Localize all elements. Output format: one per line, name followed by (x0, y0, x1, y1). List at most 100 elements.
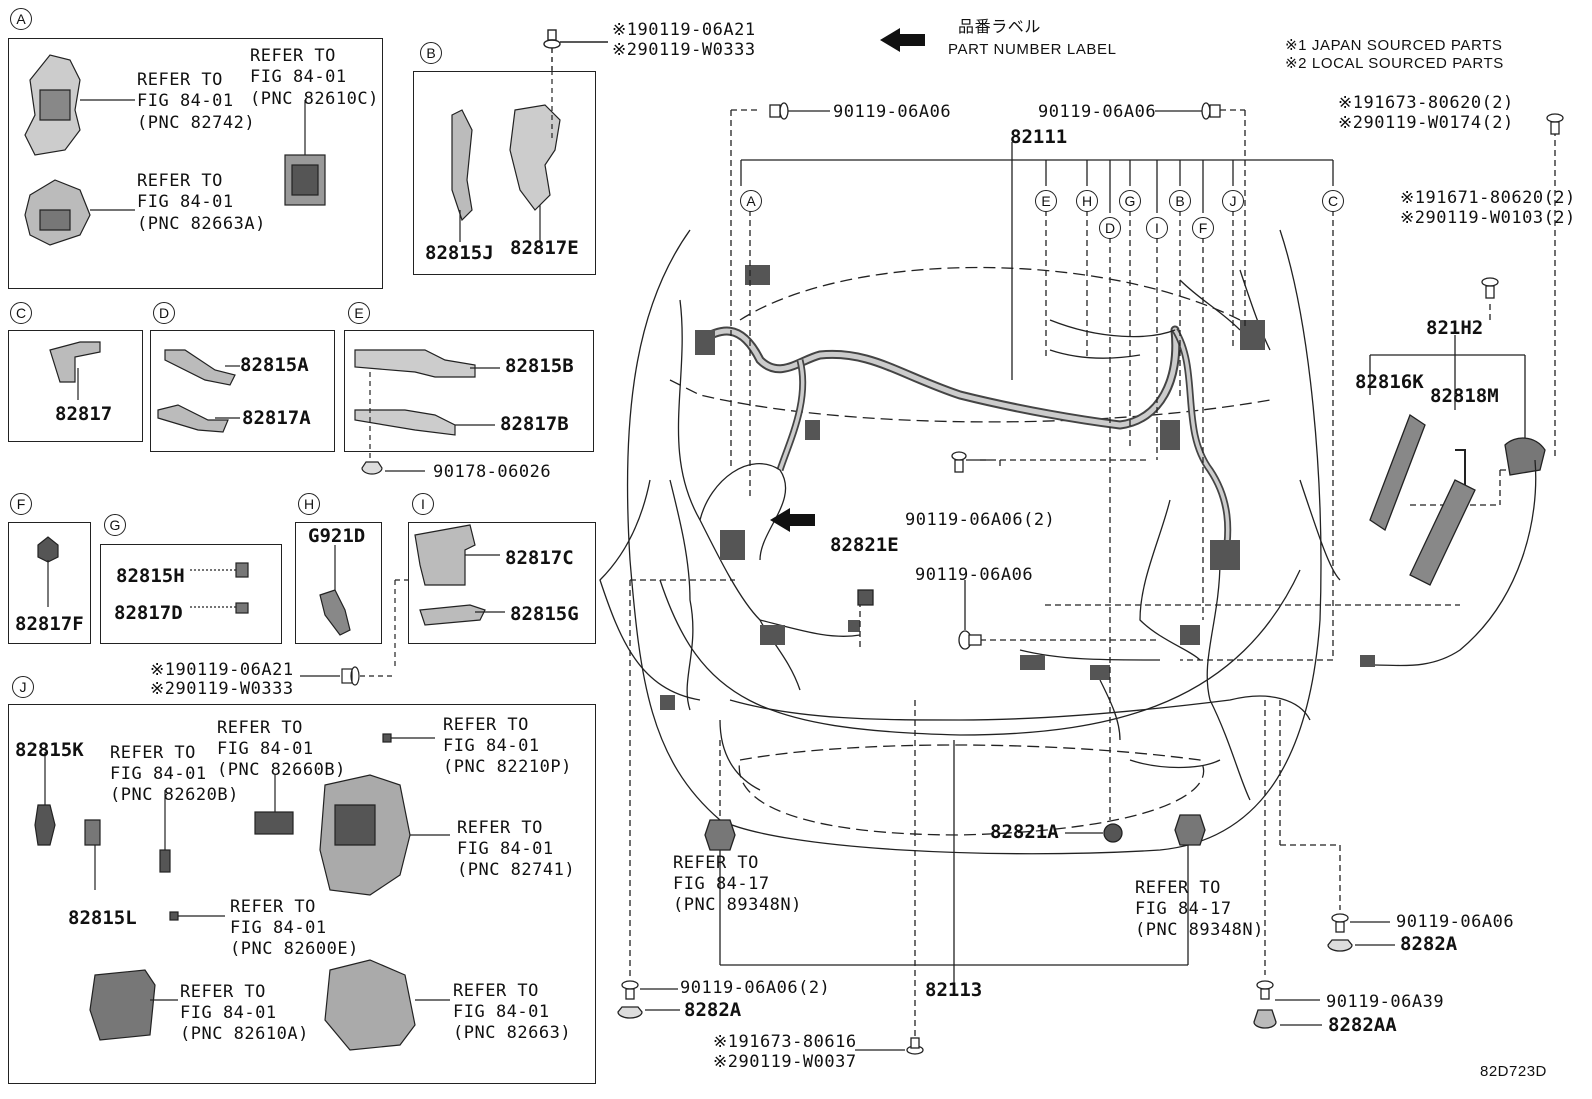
callout-d: D (153, 302, 175, 324)
bolt-b3-local: ※290119-W0174(2) (1338, 113, 1514, 133)
bolt-icon (958, 630, 982, 650)
ref-a1-line3: (PNC 82742) (137, 113, 256, 133)
bolt-icon (1546, 113, 1564, 135)
part-label-en: PART NUMBER LABEL (948, 41, 1117, 58)
ref-a3-line3: (PNC 82663A) (137, 214, 266, 234)
ref-j3-line1: REFER TO (443, 715, 529, 735)
ref-j2-line2: FIG 84-01 (217, 739, 314, 759)
part-821h2: 821H2 (1426, 317, 1484, 339)
ref-right-line2: FIG 84-17 (1135, 899, 1232, 919)
main-callout-e: E (1035, 190, 1057, 212)
bolt-i-japan: ※190119-06A21 (150, 660, 294, 680)
note-japan-sourced: ※1 JAPAN SOURCED PARTS (1285, 37, 1503, 54)
ref-j5-line2: FIG 84-01 (230, 918, 327, 938)
callout-e: E (348, 302, 370, 324)
bolt-top-local: ※290119-W0333 (612, 40, 756, 60)
bolt-90119-06a06-2: 90119-06A06(2) (905, 510, 1056, 530)
callout-b: B (420, 42, 442, 64)
callout-a: A (10, 8, 32, 30)
panel-e (344, 330, 594, 452)
ref-j7-line3: (PNC 82663) (453, 1023, 572, 1043)
ref-a3-line1: REFER TO (137, 171, 223, 191)
ref-j1-line3: (PNC 82620B) (110, 785, 239, 805)
ref-j1-line2: FIG 84-01 (110, 764, 207, 784)
part-82815l: 82815L (68, 907, 137, 929)
part-8282a-right: 8282A (1400, 933, 1458, 955)
part-label-jp: 品番ラベル (958, 19, 1042, 36)
ref-j7-line1: REFER TO (453, 981, 539, 1001)
main-callout-h: H (1076, 190, 1098, 212)
panel-h (295, 522, 382, 644)
panel-j (8, 704, 596, 1084)
diagram-code: 82D723D (1480, 1063, 1547, 1080)
ref-left-line2: FIG 84-17 (673, 874, 770, 894)
ref-j4-line3: (PNC 82741) (457, 860, 576, 880)
part-8282aa: 8282AA (1328, 1014, 1397, 1036)
bolt-90119-06a06-c: 90119-06A06 (915, 565, 1034, 585)
part-82817e: 82817E (510, 237, 579, 259)
callout-i: I (412, 493, 434, 515)
ref-a2-line3: (PNC 82610C) (250, 89, 379, 109)
bolt-b10-japan: ※191673-80616 (713, 1032, 857, 1052)
ref-j6-line2: FIG 84-01 (180, 1003, 277, 1023)
part-82815k: 82815K (15, 739, 84, 761)
panel-c (8, 330, 143, 442)
bolt-90119-06a06-b: 90119-06A06 (1038, 102, 1157, 122)
part-82815h: 82815H (116, 565, 185, 587)
panel-j-parts (34, 733, 450, 1051)
bolt-90119-06a06-d: 90119-06A06 (1396, 912, 1515, 932)
panel-a (8, 38, 383, 289)
bolt-icon (1481, 277, 1499, 299)
ref-j4-line1: REFER TO (457, 818, 543, 838)
bolt-i-local: ※290119-W0333 (150, 679, 294, 699)
ref-left-line1: REFER TO (673, 853, 759, 873)
ref-j2-line1: REFER TO (217, 718, 303, 738)
ref-a3-line2: FIG 84-01 (137, 192, 234, 212)
bolt-90119-06a39: 90119-06A39 (1326, 992, 1445, 1012)
bolt-icon (621, 980, 678, 1000)
bolt-icon (1331, 913, 1390, 933)
ref-j3-line2: FIG 84-01 (443, 736, 540, 756)
part-82821e: 82821E (830, 534, 899, 556)
ref-j2-line3: (PNC 82660B) (217, 760, 346, 780)
part-82815g: 82815G (510, 603, 579, 625)
panel-i (408, 522, 596, 644)
panel-d (150, 330, 335, 452)
callout-f: F (10, 493, 32, 515)
ref-a2-line2: FIG 84-01 (250, 67, 347, 87)
part-90178-06026: 90178-06026 (433, 462, 552, 482)
main-callout-i: I (1146, 217, 1168, 239)
panel-b-parts (451, 70, 561, 242)
part-label-arrow-icon (880, 28, 925, 52)
part-8282a-left: 8282A (684, 999, 742, 1021)
engine-bay-harness (599, 102, 1564, 1055)
main-callout-j: J (1222, 190, 1244, 212)
callout-g: G (104, 514, 126, 536)
bolt-b10-local: ※290119-W0037 (713, 1052, 857, 1072)
main-callout-g: G (1119, 190, 1141, 212)
ref-j5-line3: (PNC 82600E) (230, 939, 359, 959)
part-82815b: 82815B (505, 355, 574, 377)
bolt-b4-local: ※290119-W0103(2) (1400, 208, 1576, 228)
small-panel-parts (37, 341, 505, 686)
bolt-icon (543, 29, 608, 49)
panel-b (413, 71, 596, 275)
ref-j1-line1: REFER TO (110, 743, 196, 763)
part-82113: 82113 (925, 979, 983, 1001)
bolt-90119-06a06-2-left: 90119-06A06(2) (680, 978, 831, 998)
ref-j7-line2: FIG 84-01 (453, 1002, 550, 1022)
panel-a-parts (24, 54, 326, 246)
main-callout-d: D (1099, 217, 1121, 239)
part-label-arrow-icon (770, 508, 815, 532)
ref-right-line3: (PNC 89348N) (1135, 920, 1264, 940)
ref-a1-line2: FIG 84-01 (137, 91, 234, 111)
ref-left-line3: (PNC 89348N) (673, 895, 802, 915)
part-82818m: 82818M (1430, 385, 1499, 407)
bolt-b4-japan: ※191671-80620(2) (1400, 188, 1576, 208)
ref-j5-line1: REFER TO (230, 897, 316, 917)
part-82817: 82817 (55, 403, 113, 425)
part-82815a: 82815A (240, 354, 309, 376)
callout-h: H (298, 493, 320, 515)
main-callout-a: A (740, 190, 762, 212)
